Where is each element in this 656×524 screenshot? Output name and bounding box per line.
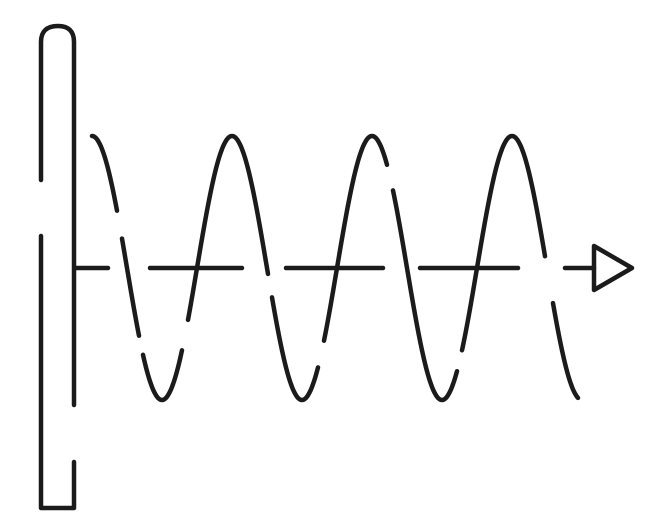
wall-icon <box>38 23 77 511</box>
wall-outline <box>38 23 77 408</box>
wave-segment-9 <box>550 300 581 401</box>
wall-outline-lower <box>38 233 77 511</box>
wave-segment-2 <box>119 236 142 338</box>
wave-segment-7 <box>390 188 460 403</box>
wave-segment-1 <box>89 133 120 213</box>
axis-arrow-icon <box>73 243 635 293</box>
wave-segment-6 <box>321 133 390 343</box>
wave-segment-4 <box>185 133 271 323</box>
arrowhead <box>591 243 635 293</box>
wave-segment-3 <box>140 348 185 403</box>
sine-wave-icon <box>89 133 581 403</box>
wave-segment-8 <box>459 133 548 353</box>
wave-segment-5 <box>269 295 321 403</box>
